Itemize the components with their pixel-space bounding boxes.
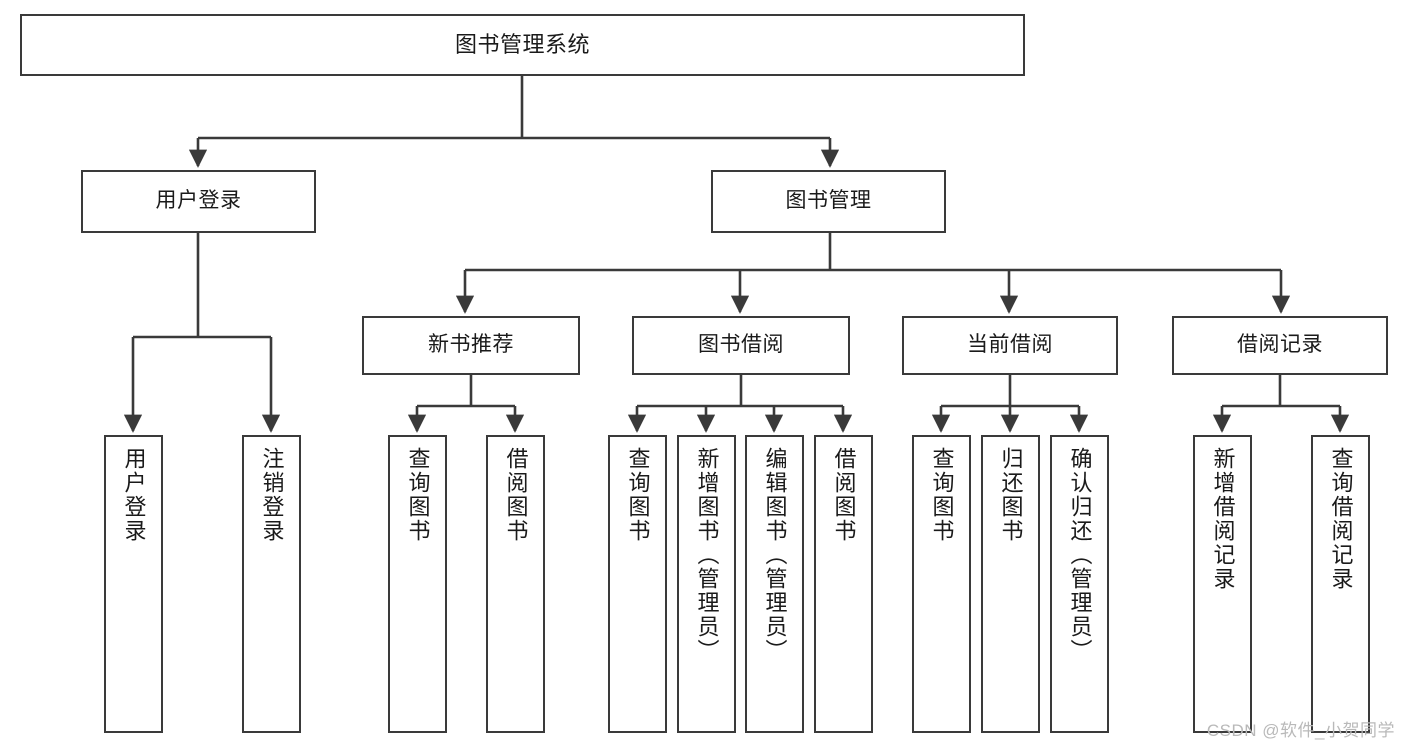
csdn-watermark: CSDN @软件_小贺同学 bbox=[1206, 721, 1395, 740]
node-root-system[interactable]: 图书管理系统 bbox=[20, 14, 1025, 76]
node-label: 借阅记录 bbox=[1237, 333, 1323, 357]
node-label: 查询图书 bbox=[929, 447, 955, 543]
node-label: 编辑图书（管理员） bbox=[762, 447, 788, 663]
node-label: 图书管理 bbox=[785, 189, 872, 213]
node-label: 查询图书 bbox=[405, 447, 431, 543]
node-current-borrow[interactable]: 当前借阅 bbox=[902, 316, 1118, 375]
leaf-confirm-return-admin[interactable]: 确认归还（管理员） bbox=[1050, 435, 1109, 733]
node-label: 归还图书 bbox=[998, 447, 1024, 543]
node-label: 查询借阅记录 bbox=[1328, 447, 1354, 591]
leaf-query-book-new[interactable]: 查询图书 bbox=[388, 435, 447, 733]
node-new-book-recommend[interactable]: 新书推荐 bbox=[362, 316, 580, 375]
node-book-borrow[interactable]: 图书借阅 bbox=[632, 316, 850, 375]
node-label: 新增图书（管理员） bbox=[694, 447, 720, 663]
node-borrow-record[interactable]: 借阅记录 bbox=[1172, 316, 1388, 375]
leaf-query-borrow-record[interactable]: 查询借阅记录 bbox=[1311, 435, 1370, 733]
leaf-borrow-book[interactable]: 借阅图书 bbox=[814, 435, 873, 733]
node-label: 注销登录 bbox=[259, 447, 285, 543]
leaf-return-book[interactable]: 归还图书 bbox=[981, 435, 1040, 733]
leaf-add-book-admin[interactable]: 新增图书（管理员） bbox=[677, 435, 736, 733]
leaf-user-login[interactable]: 用户登录 bbox=[104, 435, 163, 733]
node-label: 用户登录 bbox=[121, 447, 147, 543]
node-label: 当前借阅 bbox=[967, 333, 1053, 357]
node-label: 用户登录 bbox=[155, 189, 242, 213]
leaf-edit-book-admin[interactable]: 编辑图书（管理员） bbox=[745, 435, 804, 733]
node-label: 借阅图书 bbox=[831, 447, 857, 543]
leaf-logout[interactable]: 注销登录 bbox=[242, 435, 301, 733]
node-label: 借阅图书 bbox=[503, 447, 529, 543]
leaf-query-book-current[interactable]: 查询图书 bbox=[912, 435, 971, 733]
node-label: 图书管理系统 bbox=[454, 32, 590, 58]
node-label: 图书借阅 bbox=[698, 333, 784, 357]
node-label: 确认归还（管理员） bbox=[1067, 447, 1093, 663]
node-book-management[interactable]: 图书管理 bbox=[711, 170, 946, 233]
leaf-query-book-borrow[interactable]: 查询图书 bbox=[608, 435, 667, 733]
node-user-login[interactable]: 用户登录 bbox=[81, 170, 316, 233]
node-label: 新增借阅记录 bbox=[1210, 447, 1236, 591]
node-label: 新书推荐 bbox=[428, 333, 514, 357]
node-label: 查询图书 bbox=[625, 447, 651, 543]
leaf-borrow-book-new[interactable]: 借阅图书 bbox=[486, 435, 545, 733]
leaf-add-borrow-record[interactable]: 新增借阅记录 bbox=[1193, 435, 1252, 733]
